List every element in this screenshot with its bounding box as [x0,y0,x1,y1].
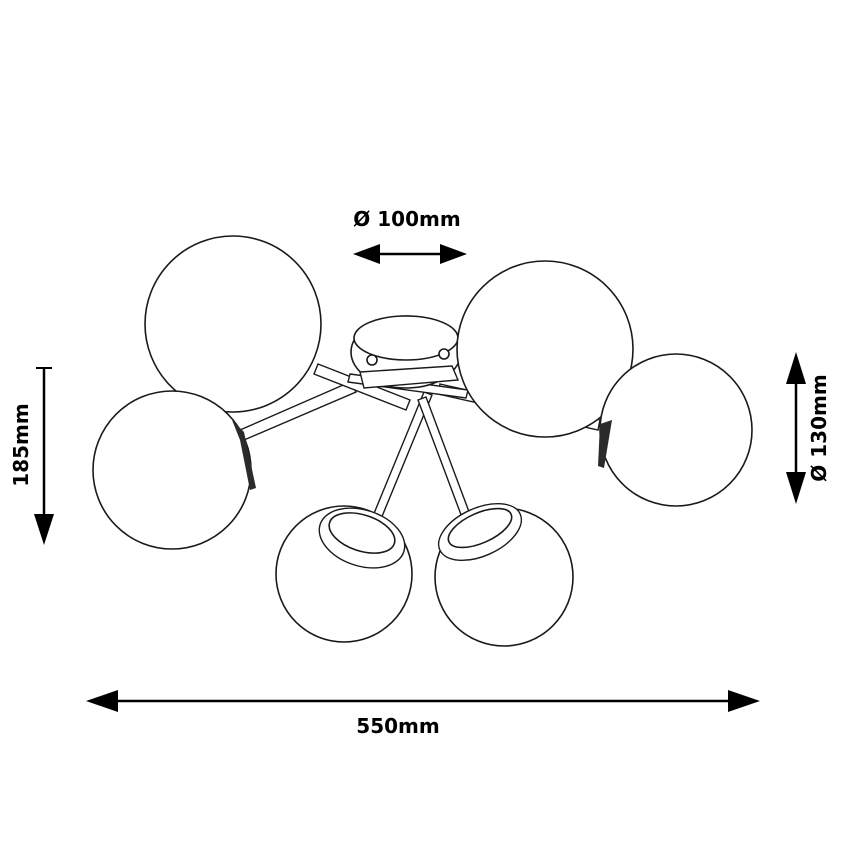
arrow-down-icon [34,514,54,545]
height-label: 185mm [9,403,33,486]
arrow-down-icon [786,472,806,504]
arrow-up-icon [786,352,806,384]
base-mount-plate [359,365,460,389]
arm-top-left [313,363,411,411]
globe-top-right [456,260,634,438]
arrow-left-icon [86,690,118,712]
base-diameter-label: Ø 100mm [353,207,460,231]
base-screw-right [438,348,450,360]
globe-left-socket [232,420,256,490]
dimension-globe-diameter: Ø 130mm [786,352,831,504]
globes [92,235,753,647]
dimension-width: 550mm [86,690,760,738]
socket-cup-bottom-right-inner [447,507,513,549]
arrow-right-icon [728,690,760,712]
ceiling-base [350,315,462,389]
arrow-left-icon [353,244,380,264]
width-label: 550mm [356,714,439,738]
globe-diameter-label: Ø 130mm [807,374,831,481]
globe-right [599,353,753,507]
arm-bottom-right [417,396,475,529]
arrow-right-icon [440,244,467,264]
dimension-height: 185mm [9,367,54,545]
socket-cup-bottom-left-inner [328,512,396,554]
globe-left [92,390,252,550]
base-screw-left [366,354,378,366]
dimension-base-diameter: Ø 100mm [353,207,467,264]
globe-top-left [144,235,322,413]
globe-right-socket [598,420,612,468]
